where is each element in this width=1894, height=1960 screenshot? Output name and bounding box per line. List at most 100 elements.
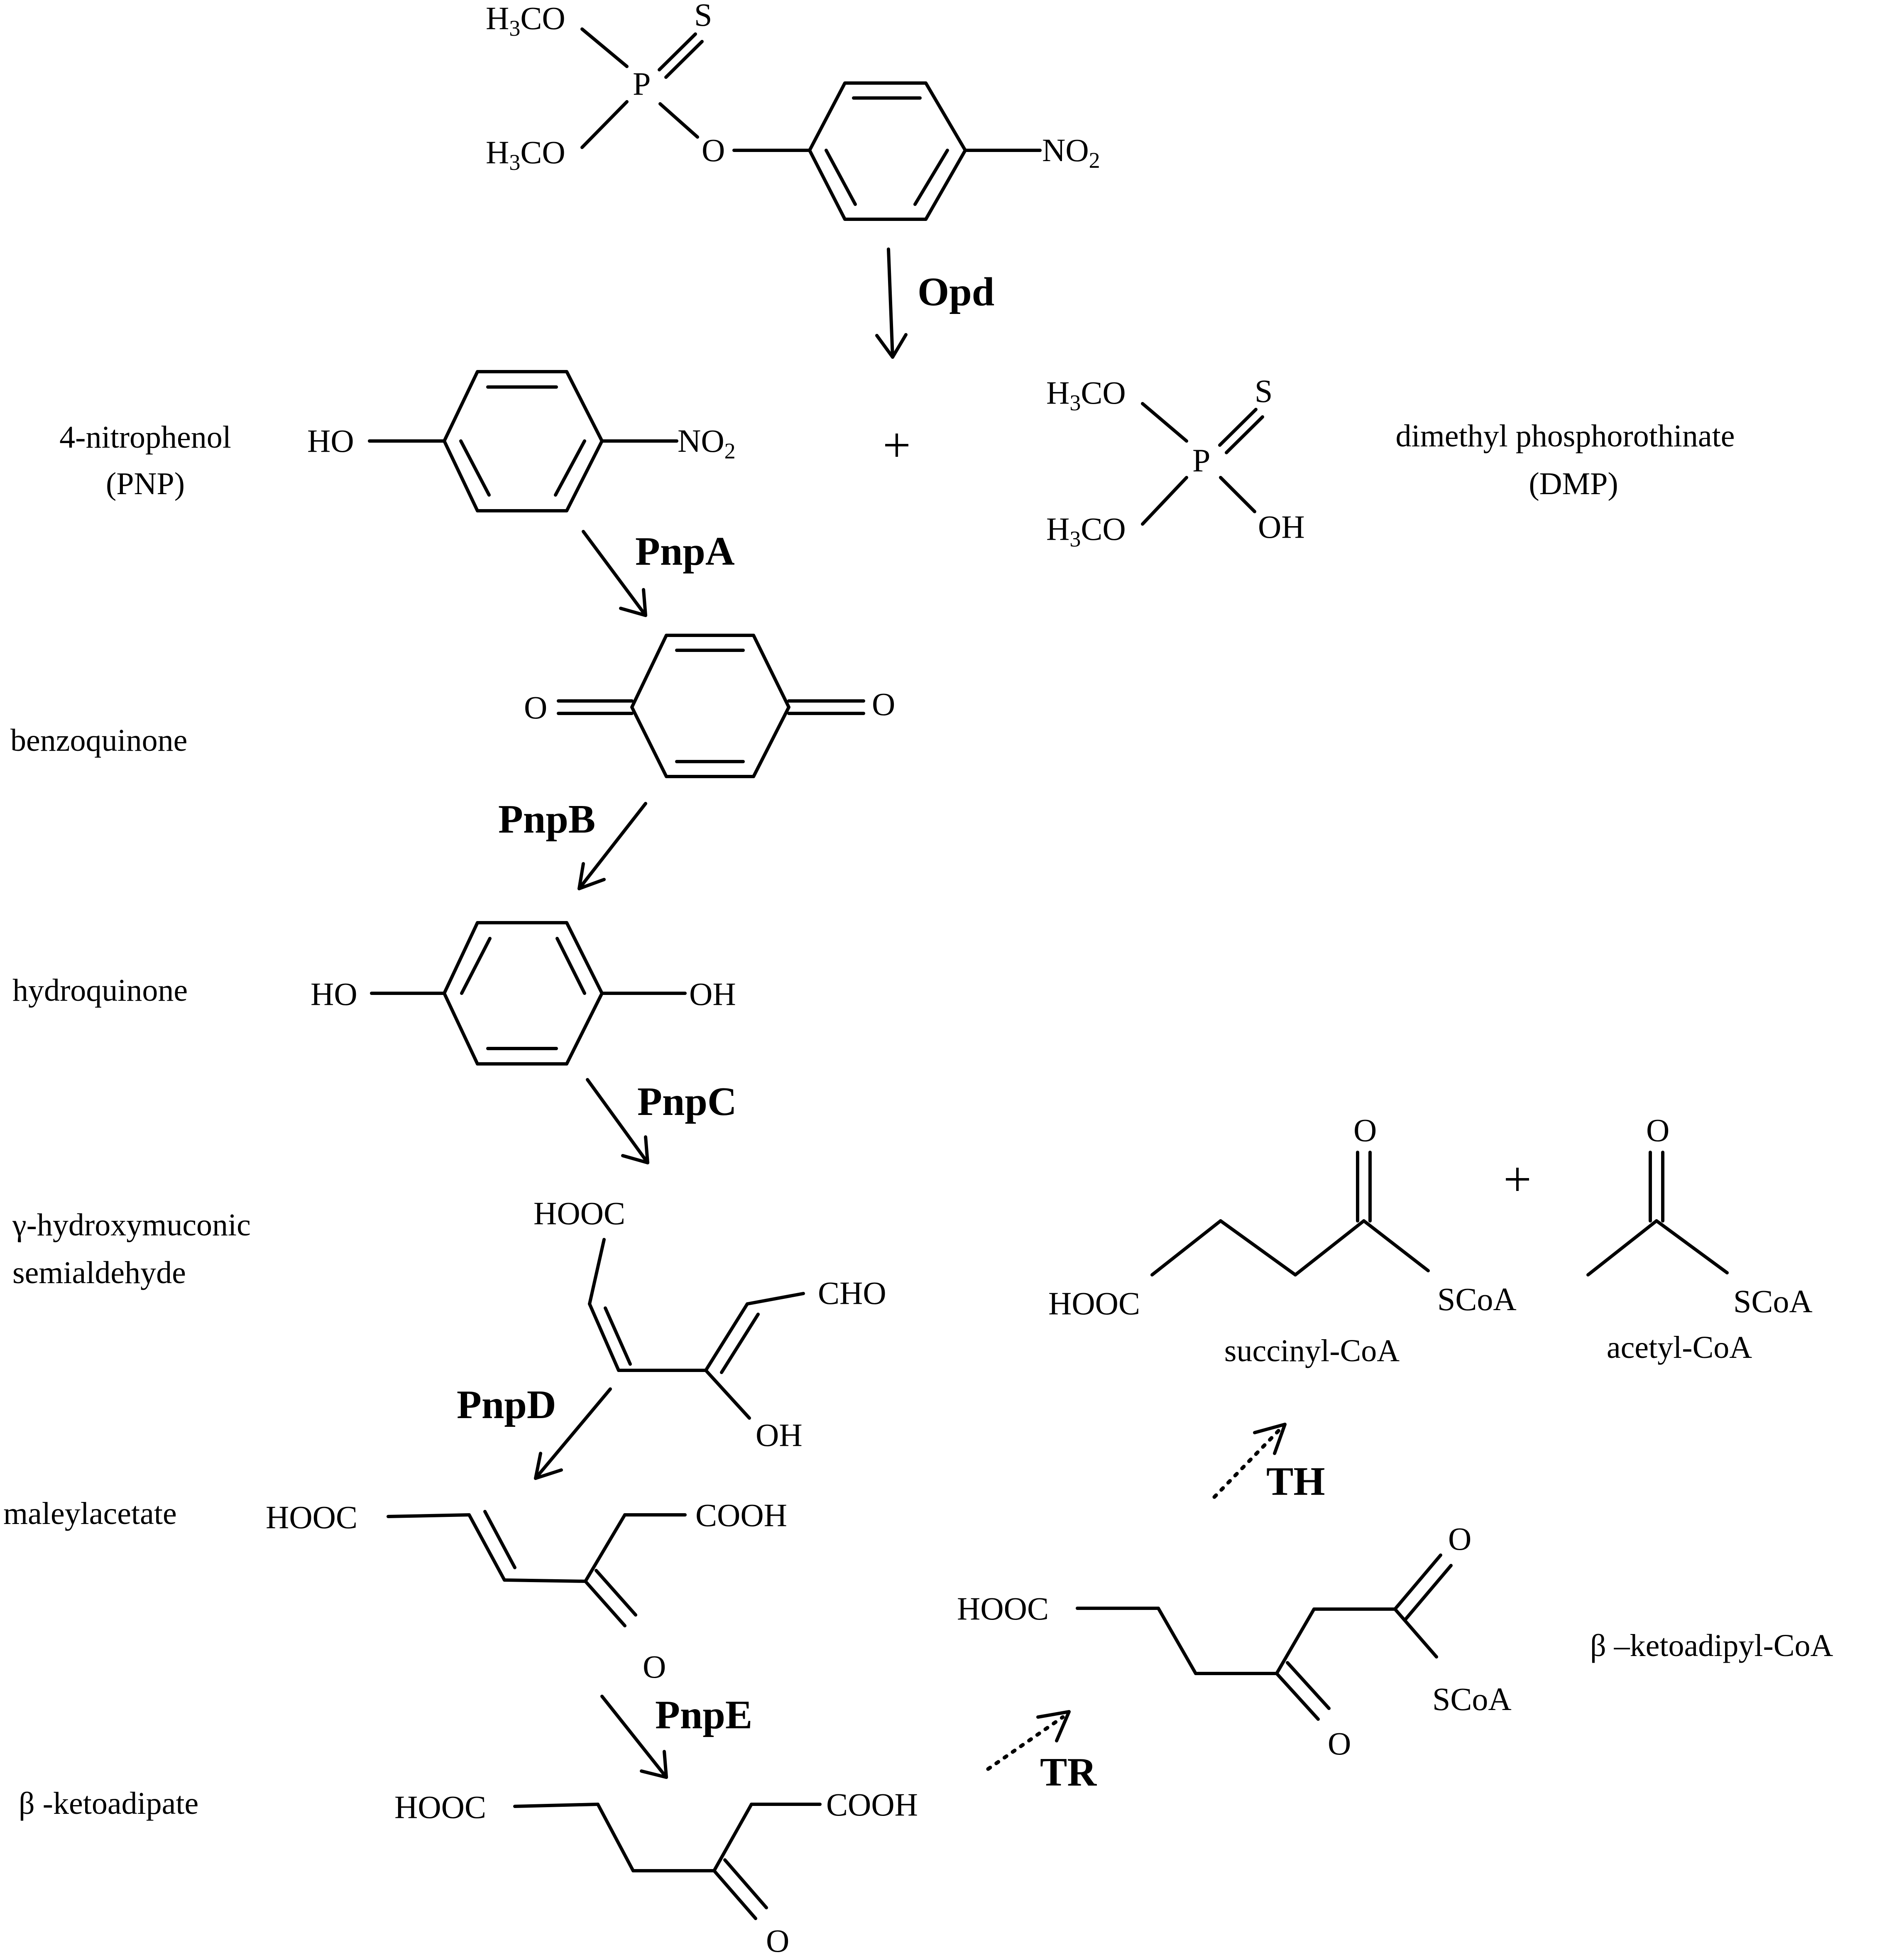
bond [460, 937, 492, 995]
bond [596, 1803, 635, 1872]
enzyme-pnpe: PnpE [655, 1693, 752, 1737]
atom-s-top: S [694, 0, 712, 33]
bond [1286, 1661, 1331, 1710]
enzyme-pnpc: PnpC [637, 1079, 737, 1124]
benzene-ring [808, 81, 967, 221]
bond [1157, 1607, 1197, 1675]
bond [664, 40, 704, 79]
atom-no2: NO2 [678, 423, 736, 463]
atom-o: O [1328, 1725, 1351, 1762]
reaction-arrow-pnpb [577, 802, 647, 890]
bond [1404, 1564, 1453, 1621]
hms-structure: HOOC CHO OH [533, 1195, 886, 1453]
arrowhead [534, 1452, 563, 1480]
arrowhead [1253, 1423, 1287, 1455]
bond [1655, 1219, 1729, 1274]
bond [1150, 1219, 1222, 1276]
bond [746, 1292, 805, 1306]
atom-o: O [524, 689, 547, 725]
atom-h3co: H3CO [1046, 375, 1126, 415]
compound-abbrev-dmp: (DMP) [1529, 466, 1618, 501]
bond [554, 439, 586, 497]
atom-oh: OH [689, 976, 736, 1012]
enzyme-th: TH [1266, 1459, 1325, 1504]
atom-p: P [1192, 442, 1210, 478]
ketoadipyl-coa-structure: HOOC O O SCoA [957, 1521, 1512, 1762]
bond [595, 1569, 637, 1617]
compound-name-hms-line1: γ-hydroxymuconic [12, 1208, 251, 1242]
dmp-structure: H3CO S P H3CO OH [1046, 373, 1305, 551]
atom-ho: HO [307, 423, 354, 459]
bond [555, 937, 586, 995]
compound-name-dmp: dimethyl phosphorothinate [1396, 419, 1735, 453]
atom-o: O [872, 686, 895, 722]
bond [1275, 1607, 1316, 1675]
compound-name-ketoadipate: β -ketoadipate [19, 1786, 198, 1821]
bond [658, 32, 697, 71]
atom-s: S [1255, 373, 1272, 409]
atom-hooc: HOOC [533, 1195, 625, 1231]
atom-p-top: P [633, 66, 651, 102]
compound-name-succinyl-coa: succinyl-CoA [1224, 1333, 1400, 1368]
arrowhead [1036, 1710, 1071, 1742]
bond [580, 27, 629, 68]
acetyl-coa-structure: O SCoA [1586, 1112, 1813, 1319]
bond [503, 1578, 587, 1583]
arrowhead [640, 1750, 668, 1779]
atom-h3co: H3CO [1046, 511, 1126, 551]
atom-scoa: SCoA [1437, 1281, 1517, 1317]
bond [720, 1313, 760, 1374]
atom-o: O [766, 1923, 789, 1959]
reaction-arrow-pnpa [582, 530, 647, 617]
pnp-structure: HO NO2 [307, 370, 736, 512]
bond [588, 1238, 606, 1306]
bond [387, 1513, 471, 1518]
arrowhead [577, 862, 606, 890]
compound-name-benzoquinone: benzoquinone [10, 723, 187, 758]
bond [712, 1869, 757, 1920]
enzyme-pnpa: PnpA [635, 529, 735, 574]
bond [704, 1369, 751, 1420]
bond [1393, 1607, 1438, 1659]
bond [467, 1513, 506, 1582]
bond [580, 100, 629, 149]
benzene-ring [443, 370, 604, 512]
reaction-arrow-pnpd [534, 1387, 612, 1480]
atom-scoa: SCoA [1432, 1681, 1512, 1717]
bond [588, 1302, 620, 1372]
arrowhead [875, 333, 908, 359]
atom-h3co-top: H3CO [486, 0, 565, 41]
atom-hooc: HOOC [1048, 1285, 1140, 1321]
bond [1219, 1219, 1297, 1276]
atom-oh: OH [756, 1417, 803, 1453]
arrowhead [619, 588, 647, 617]
maleylacetate-structure: HOOC COOH O [266, 1497, 787, 1685]
atom-oh: OH [1258, 509, 1305, 545]
bond [1362, 1219, 1430, 1272]
benzoquinone-structure: O O [524, 634, 895, 778]
bond [483, 1510, 516, 1569]
reaction-arrow-pnpe [600, 1695, 668, 1779]
bond [1218, 408, 1258, 447]
bond [913, 149, 949, 206]
atom-hooc: HOOC [266, 1499, 357, 1535]
enzyme-pnpd: PnpD [457, 1382, 556, 1427]
bond [1294, 1219, 1365, 1276]
bond [1275, 1672, 1320, 1721]
atom-cooh: COOH [826, 1786, 918, 1823]
atom-ho: HO [311, 976, 357, 1012]
bond [723, 1858, 768, 1909]
enzyme-tr: TR [1040, 1750, 1097, 1795]
bond [513, 1803, 600, 1808]
compound-abbrev-pnp: (PNP) [106, 466, 185, 501]
compound-name-hms-line2: semialdehyde [12, 1255, 186, 1290]
atom-h3co-bottom: H3CO [486, 134, 565, 175]
compound-name-hydroquinone: hydroquinone [12, 973, 188, 1008]
compound-name-acetyl-coa: acetyl-CoA [1607, 1330, 1752, 1365]
bond [584, 1580, 626, 1627]
hydroquinone-structure: HO OH [311, 921, 736, 1066]
atom-o: O [1448, 1521, 1471, 1557]
reaction-arrow-opd [887, 247, 894, 359]
bond [1586, 1219, 1658, 1276]
